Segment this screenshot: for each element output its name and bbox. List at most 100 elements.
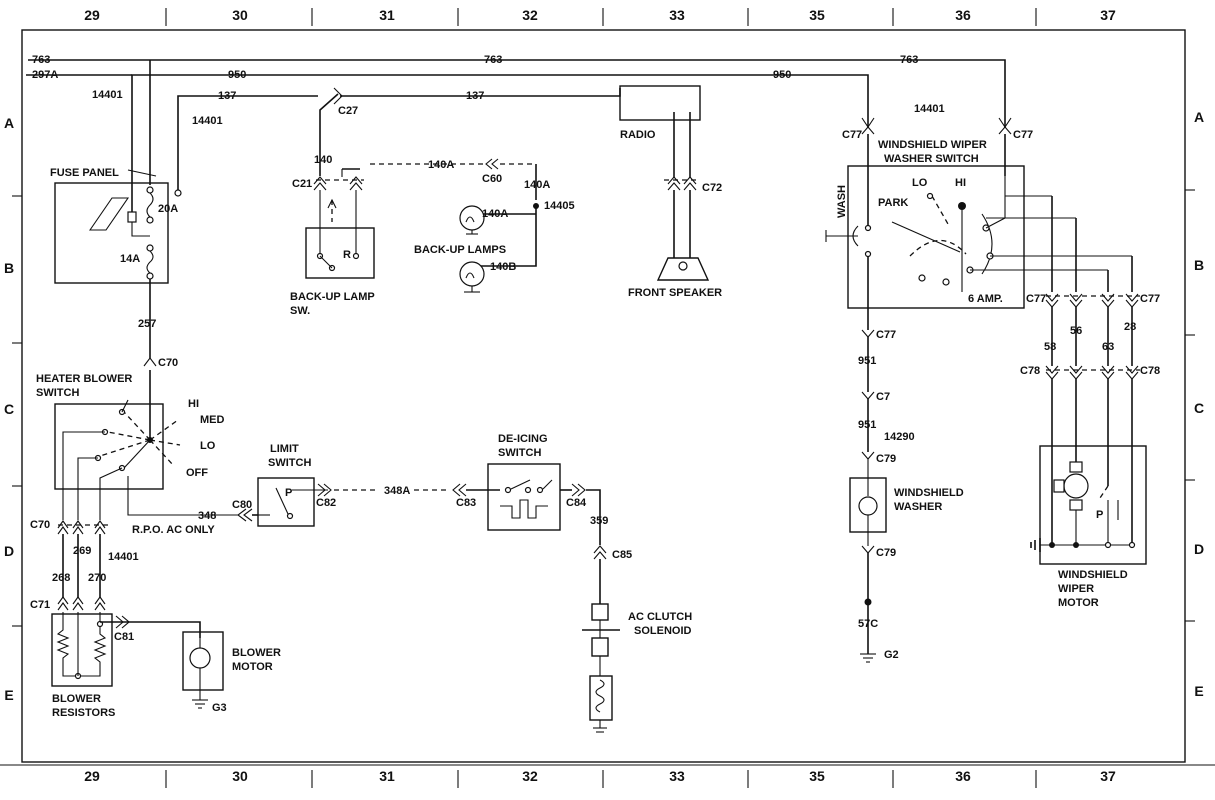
deicing-switch: DE-ICING SWITCH C84 359 C85 [487,433,632,561]
wire-297a-label: 297A [32,69,58,81]
wire-140a-label-2: 140A [524,179,550,191]
fuse-panel-label: FUSE PANEL [50,167,119,179]
col-label-36: 36 [955,7,971,23]
connector-c78-label-a: C78 [1020,365,1040,377]
connector-c7-label: C7 [876,391,890,403]
wire-297a [131,60,151,212]
washer-pump-icon [858,496,878,516]
rpo-label: R.P.O. AC ONLY [132,524,215,536]
connector-c79-label-b: C79 [876,547,896,559]
grid-column-labels-bottom: 29 30 31 32 33 35 36 37 [84,768,1116,784]
wire-257-label: 257 [138,318,156,330]
wiper-wash-label: WASH [836,185,848,218]
connector-c77-label-e: C77 [876,329,896,341]
backup-switch-box [305,227,375,279]
harness-14401-c: 14401 [914,103,945,115]
blower-resistors-box [51,613,113,687]
wire-348a-group: 348A C83 [334,483,500,509]
deicing-element-icon [500,499,548,519]
ac-clutch-label-2: SOLENOID [634,625,692,637]
connector-c84-label: C84 [566,497,587,509]
connector-c83-label: C83 [456,497,476,509]
wiper-park-label: PARK [878,197,908,209]
harness-14401-b: 14401 [192,115,223,127]
backup-switch-r-label: R [343,249,351,261]
heater-hi-label: HI [188,398,199,410]
wire-348-label: 348 [198,510,216,522]
connector-c70-label-a: C70 [158,357,178,369]
backup-lamp-switch: C27 140 C21 R BACK-UP LAMP SW. [290,87,375,317]
blower-motor-label-2: MOTOR [232,661,273,673]
connector-c77-label-b: C77 [1013,129,1033,141]
front-speaker: FRONT SPEAKER [628,257,722,299]
deicing-switch-label-1: DE-ICING [498,433,548,445]
connector-c85-label: C85 [612,549,632,561]
radio-box [619,85,701,121]
wire-57c-label: 57C [858,618,878,630]
row-label-e-left: E [4,687,13,703]
wire-270-label: 270 [88,572,106,584]
wire-137-left [177,95,318,193]
limit-switch-label-1: LIMIT [270,443,299,455]
wiper-hi-label: HI [955,177,966,189]
border [21,29,1186,763]
wiper-motor-label-1: WINDSHIELD [1058,569,1128,581]
backup-switch-label-1: BACK-UP LAMP [290,291,375,303]
row-label-b-left: B [4,260,14,276]
resistor-coils [56,612,107,677]
connector-c21-label: C21 [292,178,312,190]
row-label-c-left: C [4,401,14,417]
blower-resistors-label-2: RESISTORS [52,707,115,719]
harness-14405-label: 14405 [544,200,575,212]
connector-c77-label-d: C77 [1140,293,1160,305]
fuse-panel-bus-icon [88,197,130,231]
connector-c60-label: C60 [482,173,502,185]
grid-row-labels: A B C D E A B C D E [4,109,1204,703]
harness-14401-a: 14401 [92,89,123,101]
wire-348a-label: 348A [384,485,410,497]
heater-lo-label: LO [200,440,216,452]
row-label-a-right: A [1194,109,1204,125]
harness-14290-label: 14290 [884,431,915,443]
wiper-motor-box [1039,445,1147,565]
connector-c79-label-a: C79 [876,453,896,465]
blower-motor-icon [189,647,211,669]
washer-circuit: C77 951 C7 951 14290 C79 WINDSHIELD WASH… [849,329,964,663]
wire-359-label: 359 [590,515,608,527]
col-label-29-bottom: 29 [84,768,100,784]
ac-clutch-solenoid: AC CLUTCH SOLENOID [582,559,692,733]
blower-wires: C70 269 14401 268 270 C71 [30,519,139,611]
ac-clutch-label-1: AC CLUTCH [628,611,692,623]
radio-label: RADIO [620,129,656,141]
wiper-motor-label-3: MOTOR [1058,597,1099,609]
wire-950 [150,74,869,128]
col-label-35-bottom: 35 [809,768,825,784]
wire-137-label-1: 137 [218,90,236,102]
wire-140-label: 140 [314,154,332,166]
row-label-d-right: D [1194,541,1204,557]
heater-switch-box [54,403,164,490]
wiper-switch-box [847,165,1025,309]
washer-label-1: WINDSHIELD [894,487,964,499]
feed-wires-top: 763 763 763 297A 14401 950 950 137 137 1… [26,54,1012,212]
front-speaker-label: FRONT SPEAKER [628,287,722,299]
connector-c78-label-b: C78 [1140,365,1160,377]
grid-column-labels-top: 29 30 31 32 33 35 36 37 [84,7,1116,23]
col-label-29: 29 [84,7,100,23]
connector-c80-label: C80 [232,499,252,511]
wire-763 [28,59,1006,128]
wire-140b-label: 140B [490,261,516,273]
connector-c77-label-a: C77 [842,129,862,141]
wire-950-label-1: 950 [228,69,246,81]
wire-140a-label-3: 140A [482,208,508,220]
wire-140a-group: 140A C60 140A 14405 [370,158,575,267]
row-label-d-left: D [4,543,14,559]
heater-med-label: MED [200,414,225,426]
blower-motor-label-1: BLOWER [232,647,281,659]
backup-switch-label-2: SW. [290,305,310,317]
limit-switch-box [257,477,315,527]
col-label-31-bottom: 31 [379,768,395,784]
heater-blower-switch: HEATER BLOWER SWITCH HI MED LO OFF [36,370,238,520]
wire-269-label: 269 [73,545,91,557]
blower-resistors: BLOWER RESISTORS C81 [51,612,201,719]
